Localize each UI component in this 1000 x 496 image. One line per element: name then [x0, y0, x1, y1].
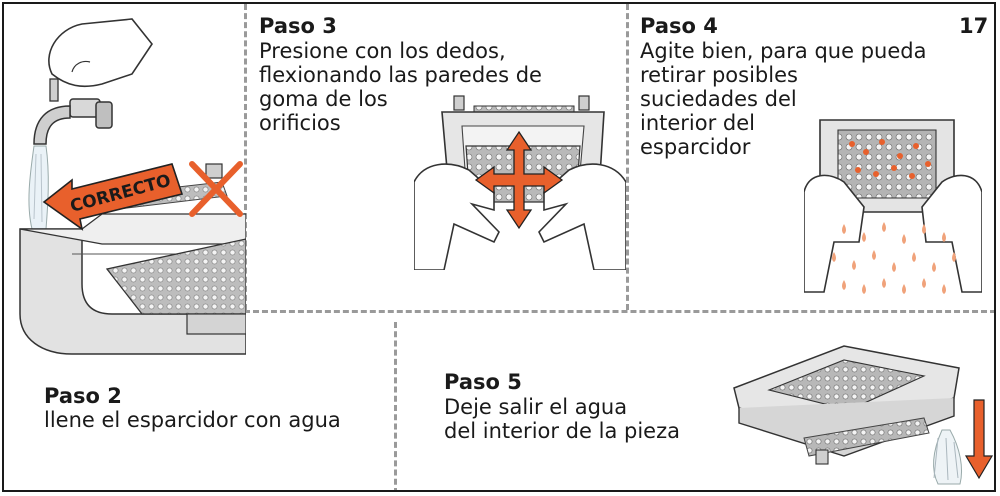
shake-spreader-illustration	[804, 119, 982, 294]
step4-text: Agite bien, para que pueda retirar posib…	[640, 39, 926, 159]
divider-top-bottom	[244, 310, 994, 313]
hand-icon	[48, 18, 153, 88]
step3-line: orificios	[259, 111, 341, 135]
left-hand-icon	[804, 174, 865, 293]
fill-spreader-illustration: CORRECTO	[19, 18, 246, 355]
divider-step2-step5	[394, 322, 397, 490]
step2-heading: Paso 2	[44, 384, 122, 408]
step5-line: Deje salir el agua	[444, 395, 628, 419]
drain-water-illustration	[733, 345, 994, 485]
water-stream-icon	[28, 145, 49, 230]
step2-line: llene el esparcidor con agua	[44, 408, 341, 432]
step3-line: goma de los	[259, 87, 388, 111]
step4-heading: Paso 4	[640, 14, 718, 38]
step4-line: interior del	[640, 111, 756, 135]
step3-line: Presione con los dedos,	[259, 39, 506, 63]
press-fingers-illustration	[414, 95, 626, 270]
step3-line: flexionando las paredes de	[259, 63, 542, 87]
right-hand-icon	[538, 163, 626, 270]
step5-line: del interior de la pieza	[444, 419, 680, 443]
water-drops-icon	[832, 222, 956, 294]
down-arrow-icon	[964, 399, 994, 480]
divider-step2-step3	[244, 4, 247, 310]
page-number: 17	[959, 14, 989, 38]
four-way-arrow-icon	[474, 130, 564, 230]
step2-text: llene el esparcidor con agua	[44, 408, 341, 432]
step5-text: Deje salir el agua del interior de la pi…	[444, 395, 680, 443]
step4-line: suciedades del	[640, 87, 797, 111]
step4-line: esparcidor	[640, 135, 751, 159]
faucet-icon	[33, 78, 113, 145]
step5-heading: Paso 5	[444, 370, 522, 394]
divider-step3-step4	[626, 4, 629, 310]
correct-arrow-icon	[42, 163, 184, 231]
step3-heading: Paso 3	[259, 14, 337, 38]
debris-marks	[849, 139, 931, 179]
step4-line: Agite bien, para que pueda	[640, 39, 927, 63]
wrong-mark-icon	[189, 161, 243, 217]
step3-text: Presione con los dedos, flexionando las …	[259, 39, 542, 135]
left-hand-icon	[414, 163, 500, 270]
step4-line: retirar posibles	[640, 63, 798, 87]
